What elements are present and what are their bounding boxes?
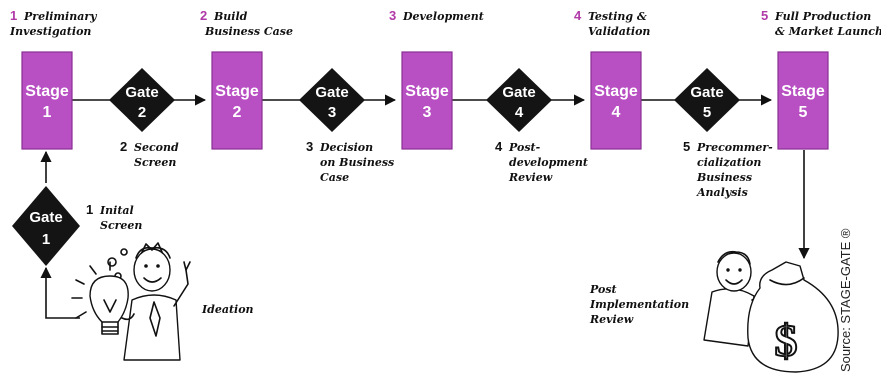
stage-2-title: 2 Build Business Case bbox=[200, 8, 293, 38]
stage-5: Stage 5 bbox=[777, 51, 829, 150]
dollar-sign-icon: $ bbox=[775, 315, 798, 366]
svg-text:Post-: Post- bbox=[508, 141, 541, 154]
svg-text:Screen: Screen bbox=[100, 219, 142, 232]
stage-word: Stage bbox=[405, 83, 449, 100]
svg-text:5: 5 bbox=[761, 8, 768, 23]
gate-number: 2 bbox=[138, 104, 146, 121]
post-implementation-label: Post Implementation Review bbox=[589, 283, 689, 326]
gate-number: 4 bbox=[515, 104, 524, 121]
svg-text:Inital: Inital bbox=[99, 204, 134, 217]
gate-1: Gate 1 bbox=[12, 186, 80, 266]
stage-3: Stage 3 bbox=[401, 51, 453, 150]
svg-text:Post: Post bbox=[589, 283, 617, 296]
svg-text:on Business: on Business bbox=[320, 156, 394, 169]
svg-text:Build: Build bbox=[213, 10, 248, 23]
svg-text:2: 2 bbox=[200, 8, 207, 23]
svg-text:Analysis: Analysis bbox=[696, 186, 748, 199]
svg-text:3: 3 bbox=[306, 139, 313, 154]
money-bag-man-icon: $ bbox=[703, 250, 839, 373]
svg-text:Preliminary: Preliminary bbox=[23, 10, 98, 23]
svg-text:Investigation: Investigation bbox=[9, 25, 91, 38]
stage-number: 4 bbox=[612, 104, 621, 121]
svg-text:Development: Development bbox=[402, 10, 484, 23]
stage-number: 2 bbox=[233, 104, 242, 121]
svg-text:4: 4 bbox=[495, 139, 503, 154]
source-credit: Source: STAGE-GATE ® bbox=[838, 228, 853, 372]
svg-text:5: 5 bbox=[683, 139, 690, 154]
svg-text:1: 1 bbox=[10, 8, 17, 23]
stage-number: 5 bbox=[799, 104, 808, 121]
gate-2: Gate 2 bbox=[109, 68, 175, 132]
svg-text:Implementation: Implementation bbox=[589, 298, 689, 311]
stage-5-title: 5 Full Production & Market Launch bbox=[761, 8, 881, 38]
stage-number: 3 bbox=[423, 104, 432, 121]
stage-4-title: 4 Testing & Validation bbox=[574, 8, 650, 38]
svg-text:1: 1 bbox=[86, 202, 93, 217]
svg-text:cialization: cialization bbox=[697, 156, 761, 169]
svg-text:development: development bbox=[509, 156, 588, 169]
gate-3: Gate 3 bbox=[299, 68, 365, 132]
stage-1-title: 1 Preliminary Investigation bbox=[9, 8, 98, 38]
svg-text:4: 4 bbox=[574, 8, 582, 23]
ideation-lightbulb-man-icon bbox=[71, 242, 191, 361]
svg-text:Full Production: Full Production bbox=[774, 10, 871, 23]
gate-word: Gate bbox=[125, 84, 158, 101]
gate-word: Gate bbox=[690, 84, 723, 101]
ideation-flow-line bbox=[40, 266, 80, 319]
stage-3-title: 3 Development bbox=[389, 8, 484, 23]
gate-number: 3 bbox=[328, 104, 336, 121]
stage-word: Stage bbox=[781, 83, 825, 100]
stage-4: Stage 4 bbox=[590, 51, 642, 150]
svg-text:Case: Case bbox=[320, 171, 349, 184]
stage-word: Stage bbox=[25, 83, 69, 100]
ideation-label: Ideation bbox=[201, 303, 254, 316]
svg-text:Decision: Decision bbox=[319, 141, 373, 154]
stage-word: Stage bbox=[594, 83, 638, 100]
stage-2: Stage 2 bbox=[211, 51, 263, 150]
stage-1: Stage 1 bbox=[21, 51, 73, 150]
svg-text:Second: Second bbox=[134, 141, 179, 154]
gate-4-label: 4 Post- development Review bbox=[495, 139, 588, 184]
gate-word: Gate bbox=[315, 84, 348, 101]
svg-text:& Market Launch: & Market Launch bbox=[775, 25, 881, 38]
svg-text:Business Case: Business Case bbox=[204, 25, 293, 38]
svg-text:2: 2 bbox=[120, 139, 127, 154]
gate-1-label: 1 Inital Screen bbox=[86, 202, 142, 232]
gate-word: Gate bbox=[502, 84, 535, 101]
svg-text:3: 3 bbox=[389, 8, 396, 23]
svg-text:Precommer-: Precommer- bbox=[696, 141, 773, 154]
svg-text:Review: Review bbox=[589, 313, 634, 326]
svg-text:Testing &: Testing & bbox=[588, 10, 647, 23]
svg-text:Review: Review bbox=[508, 171, 553, 184]
stage-word: Stage bbox=[215, 83, 259, 100]
gate-4: Gate 4 bbox=[486, 68, 552, 132]
gate-number: 1 bbox=[42, 231, 50, 248]
svg-text:Screen: Screen bbox=[134, 156, 176, 169]
gate-5-label: 5 Precommer- cialization Business Analys… bbox=[683, 139, 773, 199]
gate-word: Gate bbox=[29, 209, 62, 226]
gate-3-label: 3 Decision on Business Case bbox=[306, 139, 394, 184]
gate-number: 5 bbox=[703, 104, 711, 121]
gate-2-label: 2 Second Screen bbox=[120, 139, 179, 169]
gate-5: Gate 5 bbox=[674, 68, 740, 132]
svg-text:Validation: Validation bbox=[588, 25, 650, 38]
svg-text:Business: Business bbox=[696, 171, 752, 184]
stage-number: 1 bbox=[43, 104, 52, 121]
